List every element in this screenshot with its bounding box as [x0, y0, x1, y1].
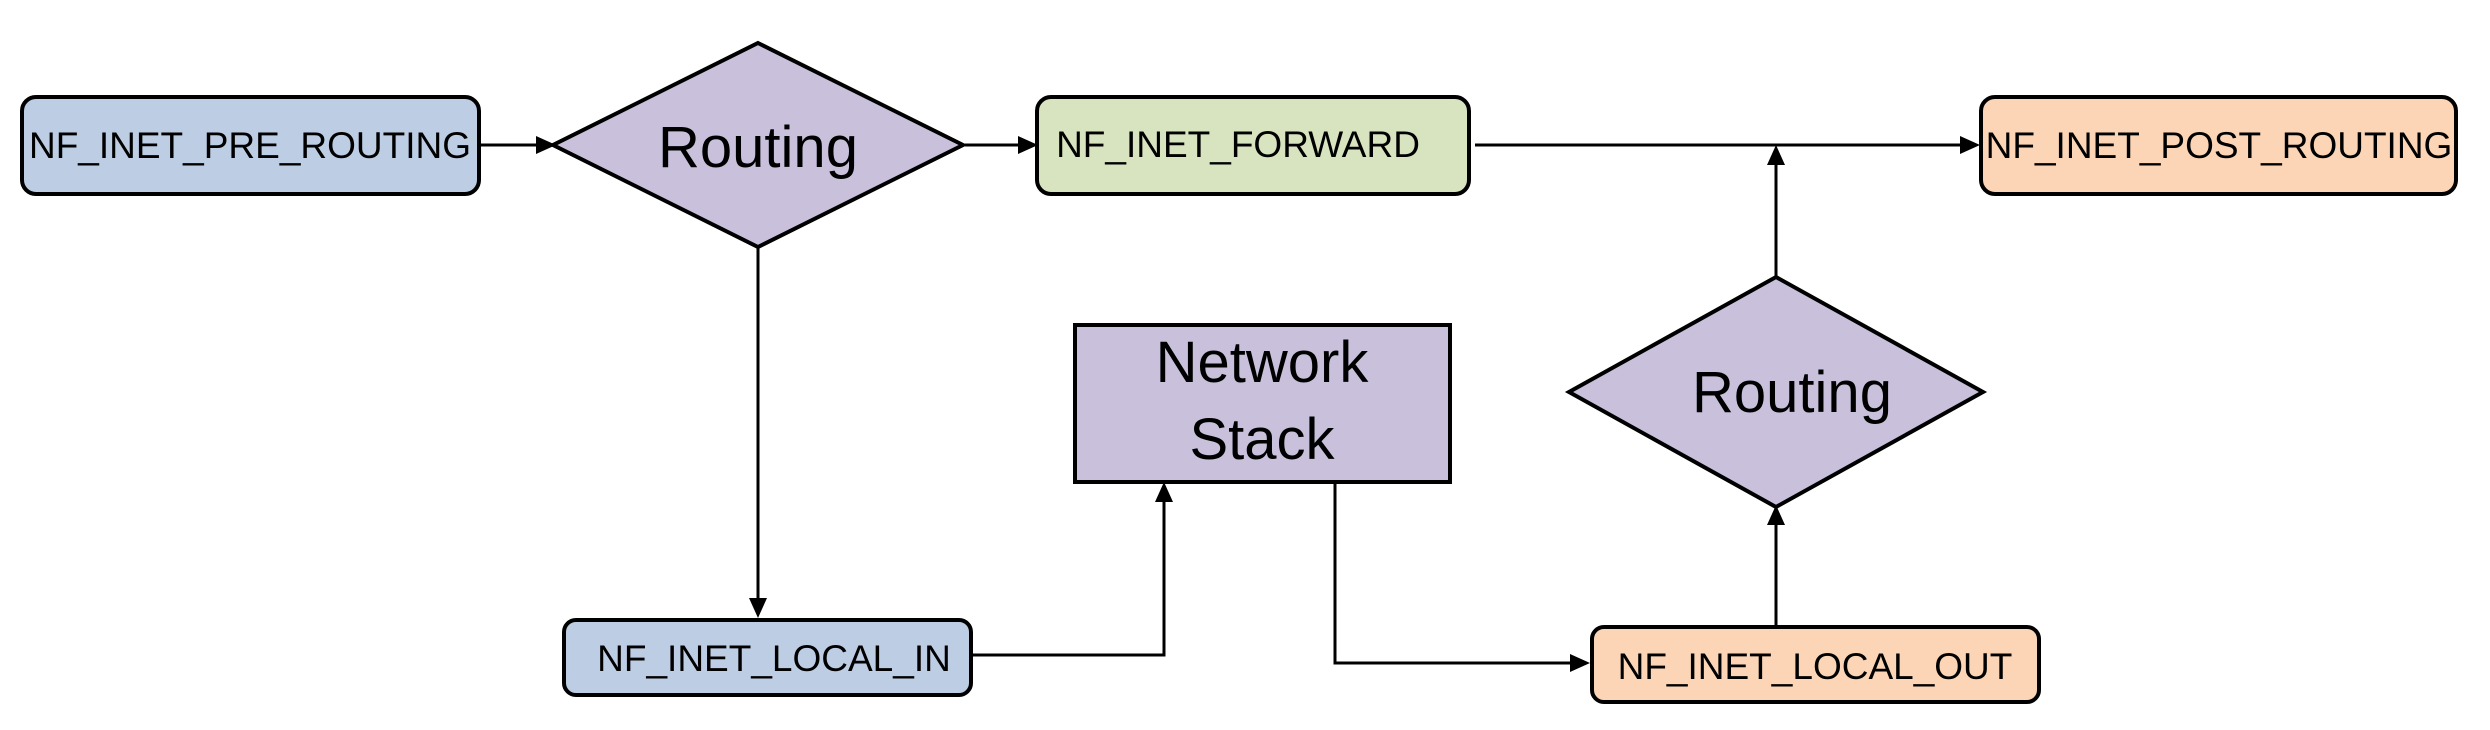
edge-routing-to-forward — [965, 136, 1038, 154]
edge-network-stack-to-local-out — [1333, 483, 1590, 672]
node-forward: NF_INET_FORWARD — [1035, 95, 1471, 196]
routing-right-label: Routing — [1692, 360, 1892, 425]
edge-pre-routing-to-routing — [480, 136, 556, 154]
node-local-in: NF_INET_LOCAL_IN — [562, 618, 973, 697]
node-routing-top: Routing — [548, 40, 968, 250]
node-routing-right: Routing — [1564, 274, 1988, 510]
network-stack-label-line2: Stack — [1189, 407, 1335, 472]
post-routing-label: NF_INET_POST_ROUTING — [1986, 125, 2453, 166]
edge-local-in-to-network-stack — [972, 482, 1173, 657]
pre-routing-label: NF_INET_PRE_ROUTING — [29, 125, 471, 166]
local-in-label: NF_INET_LOCAL_IN — [597, 638, 951, 679]
routing-right-diamond — [1564, 274, 1988, 510]
node-network-stack: Network Stack — [1073, 323, 1452, 484]
forward-label: NF_INET_FORWARD — [1056, 124, 1420, 165]
node-local-out: NF_INET_LOCAL_OUT — [1590, 625, 2041, 704]
edge-forward-to-post-routing — [1475, 136, 1980, 154]
routing-top-label: Routing — [658, 115, 858, 180]
node-pre-routing: NF_INET_PRE_ROUTING — [20, 95, 481, 196]
routing-top-diamond — [548, 40, 968, 250]
edge-routing-to-local-in — [749, 247, 767, 618]
local-in-box — [562, 618, 973, 697]
edge-routing-to-post-routing — [1767, 145, 1785, 277]
network-stack-label-line1: Network — [1156, 330, 1370, 395]
node-post-routing: NF_INET_POST_ROUTING — [1979, 95, 2458, 196]
pre-routing-box — [20, 95, 481, 196]
local-out-box — [1590, 625, 2041, 704]
forward-box — [1035, 95, 1471, 196]
post-routing-box — [1979, 95, 2458, 196]
network-stack-box — [1073, 323, 1452, 484]
edge-local-out-to-routing — [1767, 505, 1785, 625]
edges — [480, 136, 1980, 672]
local-out-label: NF_INET_LOCAL_OUT — [1618, 646, 2013, 687]
